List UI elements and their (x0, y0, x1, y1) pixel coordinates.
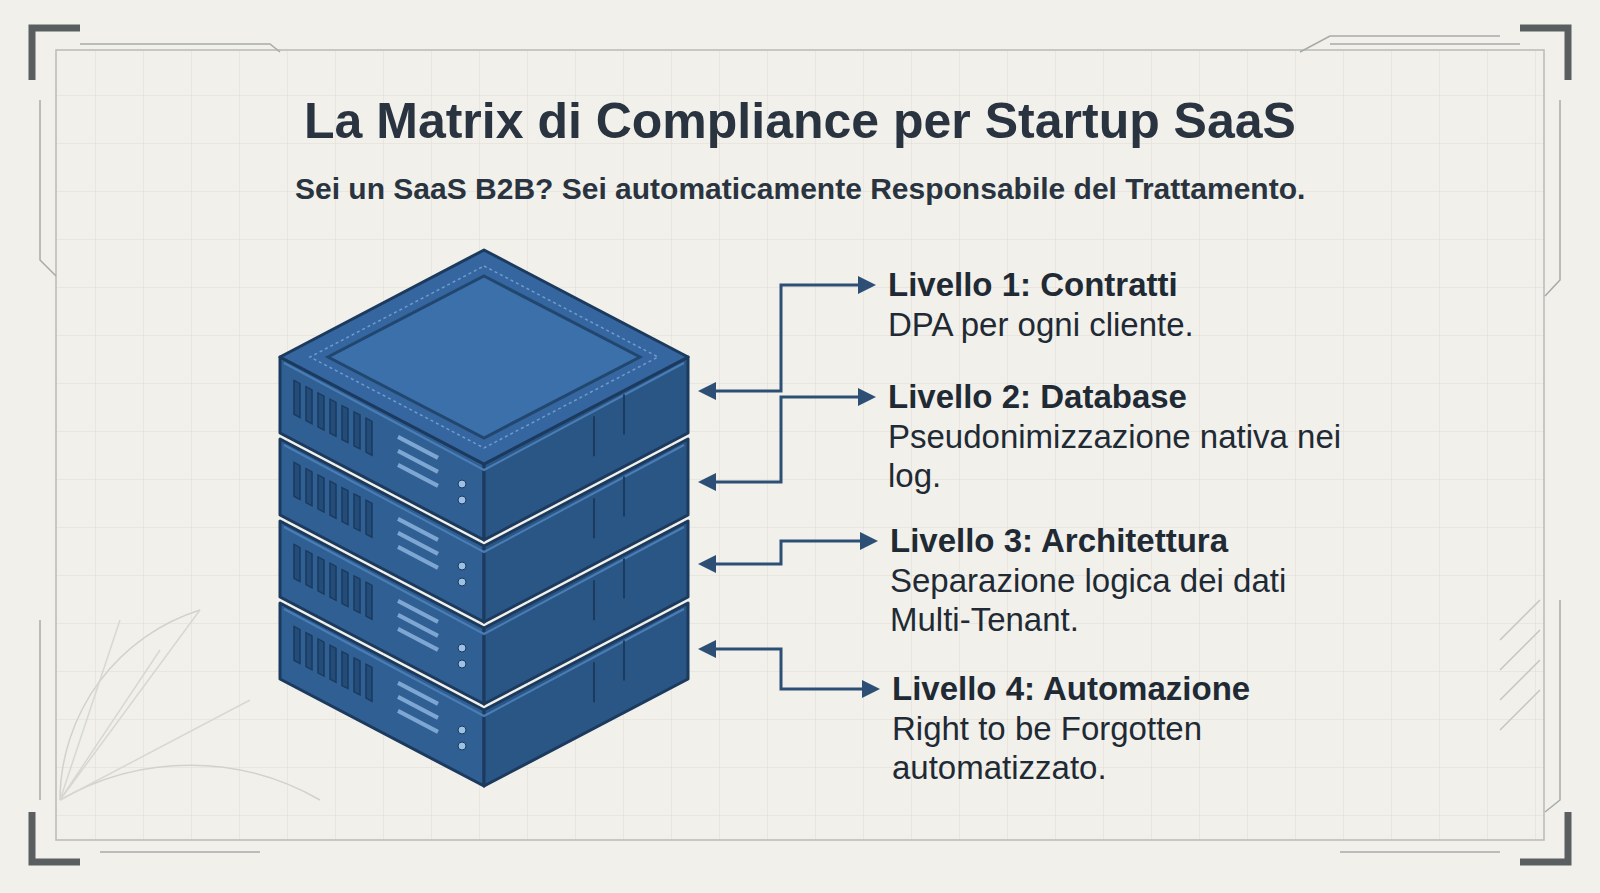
level-heading: Livello 1: Contratti (888, 266, 1178, 304)
arrow-head (698, 382, 716, 400)
title: La Matrix di Compliance per Startup SaaS (304, 92, 1296, 150)
arrow-head (862, 680, 880, 698)
leader-line (712, 397, 862, 482)
level-description: Pseudonimizzazione nativa nei log. (888, 418, 1368, 496)
leader-line (712, 649, 866, 689)
arrow-head (698, 555, 716, 573)
level-description: DPA per ogni cliente. (888, 306, 1194, 345)
level-heading: Livello 3: Architettura (890, 522, 1228, 560)
leader-line (712, 541, 864, 564)
level-heading: Livello 4: Automazione (892, 670, 1250, 708)
arrow-head (698, 473, 716, 491)
server-top (280, 250, 688, 464)
level-description: Separazione logica dei dati Multi-Tenant… (890, 562, 1370, 640)
server-top-panel (328, 276, 640, 438)
level-heading: Livello 2: Database (888, 378, 1187, 416)
arrow-head (698, 640, 716, 658)
subtitle: Sei un SaaS B2B? Sei automaticamente Res… (295, 172, 1305, 206)
leader-line (712, 285, 862, 391)
level-description: Right to be Forgotten automatizzato. (892, 710, 1372, 788)
arrow-head (860, 532, 878, 550)
arrow-head (858, 388, 876, 406)
arrow-head (858, 276, 876, 294)
